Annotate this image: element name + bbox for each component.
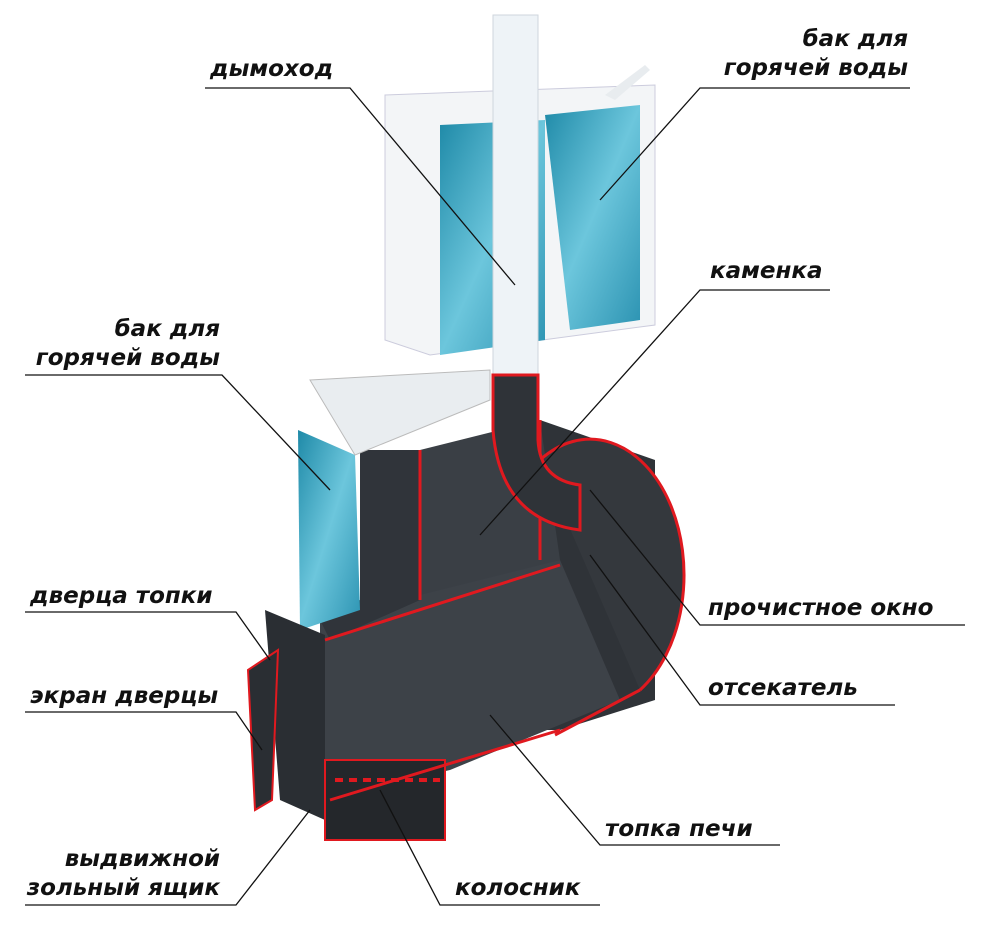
label-firebox: топка печи: [605, 816, 753, 842]
label-left-tank: бак для горячей воды: [36, 315, 220, 373]
label-cleaning-window: прочистное окно: [708, 595, 934, 621]
label-top-tank-line1: бак для: [802, 26, 908, 52]
label-door-screen: экран дверцы: [30, 683, 219, 709]
label-cutoff: отсекатель: [708, 675, 858, 701]
label-chimney: дымоход: [210, 56, 334, 82]
label-stones: каменка: [710, 258, 823, 284]
stove-body: [246, 369, 686, 841]
leader-lines: [25, 87, 965, 906]
label-left-tank-line1: бак для: [114, 316, 220, 342]
label-grate: колосник: [455, 875, 581, 901]
label-top-tank-line2: горячей воды: [723, 55, 908, 81]
label-ash-drawer-line1: выдвижной: [64, 846, 220, 872]
label-firebox-door: дверца топки: [30, 583, 213, 609]
label-ash-drawer: выдвижной зольный ящик: [27, 845, 220, 903]
label-ash-drawer-line2: зольный ящик: [26, 875, 220, 901]
label-top-tank: бак для горячей воды: [724, 25, 908, 83]
label-left-tank-line2: горячей воды: [35, 345, 220, 371]
chimney-pipe: [491, 14, 582, 532]
